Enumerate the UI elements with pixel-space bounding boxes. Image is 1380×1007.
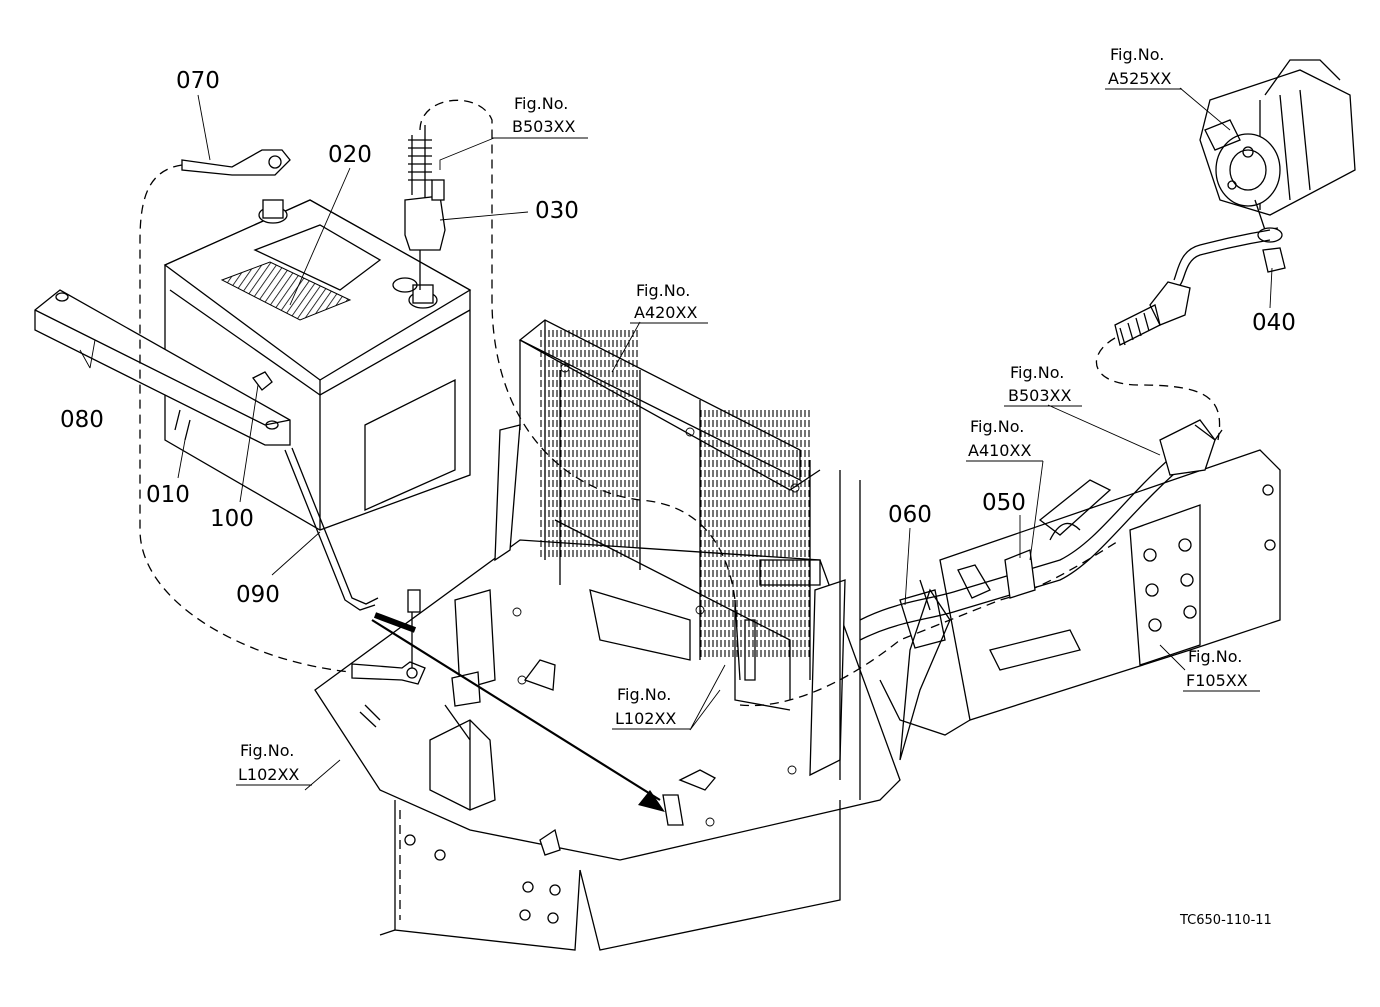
fig-ref-a525: Fig.No. A525XX <box>1105 45 1182 90</box>
part-label-050: 050 <box>982 490 1026 516</box>
fig-ref-f105: Fig.No. F105XX <box>1183 647 1260 692</box>
svg-text:L102XX: L102XX <box>615 709 676 728</box>
svg-text:B503XX: B503XX <box>1008 386 1071 405</box>
svg-text:B503XX: B503XX <box>512 117 575 136</box>
part-label-060: 060 <box>888 502 932 528</box>
svg-text:L102XX: L102XX <box>238 765 299 784</box>
part-label-030: 030 <box>535 198 579 224</box>
svg-text:Fig.No.: Fig.No. <box>514 94 568 113</box>
radiator-block <box>518 319 861 800</box>
svg-text:Fig.No.: Fig.No. <box>240 741 294 760</box>
part-label-010: 010 <box>146 482 190 508</box>
fig-ref-l102-left: Fig.No. L102XX <box>236 741 312 786</box>
drawing-code: TC650-110-11 <box>1179 913 1272 928</box>
svg-text:A420XX: A420XX <box>634 303 697 322</box>
part-labels: 070 020 030 080 010 100 090 060 050 040 <box>60 68 1296 608</box>
part-label-040: 040 <box>1252 310 1296 336</box>
svg-text:A410XX: A410XX <box>968 441 1031 460</box>
svg-text:A525XX: A525XX <box>1108 69 1171 88</box>
fig-ref-b503-top: Fig.No. B503XX <box>492 94 588 139</box>
fig-ref-l102-mid: Fig.No. L102XX <box>612 685 690 730</box>
wire-harness <box>739 419 1223 707</box>
figure-references: Fig.No. B503XX Fig.No. A525XX Fig.No. A4… <box>236 45 1260 786</box>
svg-text:Fig.No.: Fig.No. <box>1188 647 1242 666</box>
svg-text:Fig.No.: Fig.No. <box>617 685 671 704</box>
svg-text:Fig.No.: Fig.No. <box>1110 45 1164 64</box>
part-label-070: 070 <box>176 68 220 94</box>
leader-lines <box>79 87 1273 791</box>
svg-text:Fig.No.: Fig.No. <box>970 417 1024 436</box>
svg-text:Fig.No.: Fig.No. <box>636 281 690 300</box>
svg-text:Fig.No.: Fig.No. <box>1010 363 1064 382</box>
battery-icon <box>163 199 472 531</box>
part-label-090: 090 <box>236 582 280 608</box>
positive-cable <box>404 99 756 681</box>
frame-rail <box>879 449 1281 761</box>
part-label-020: 020 <box>328 142 372 168</box>
fig-ref-a420: Fig.No. A420XX <box>630 281 708 324</box>
fig-ref-b503-right: Fig.No. B503XX <box>1004 363 1082 407</box>
svg-text:F105XX: F105XX <box>1186 671 1248 690</box>
starter-motor-icon <box>1095 59 1356 441</box>
part-label-100: 100 <box>210 506 254 532</box>
hold-down-clamp-icon <box>34 289 665 812</box>
fig-ref-a410: Fig.No. A410XX <box>966 417 1043 462</box>
part-label-080: 080 <box>60 407 104 433</box>
battery-cable-icon <box>139 149 426 685</box>
